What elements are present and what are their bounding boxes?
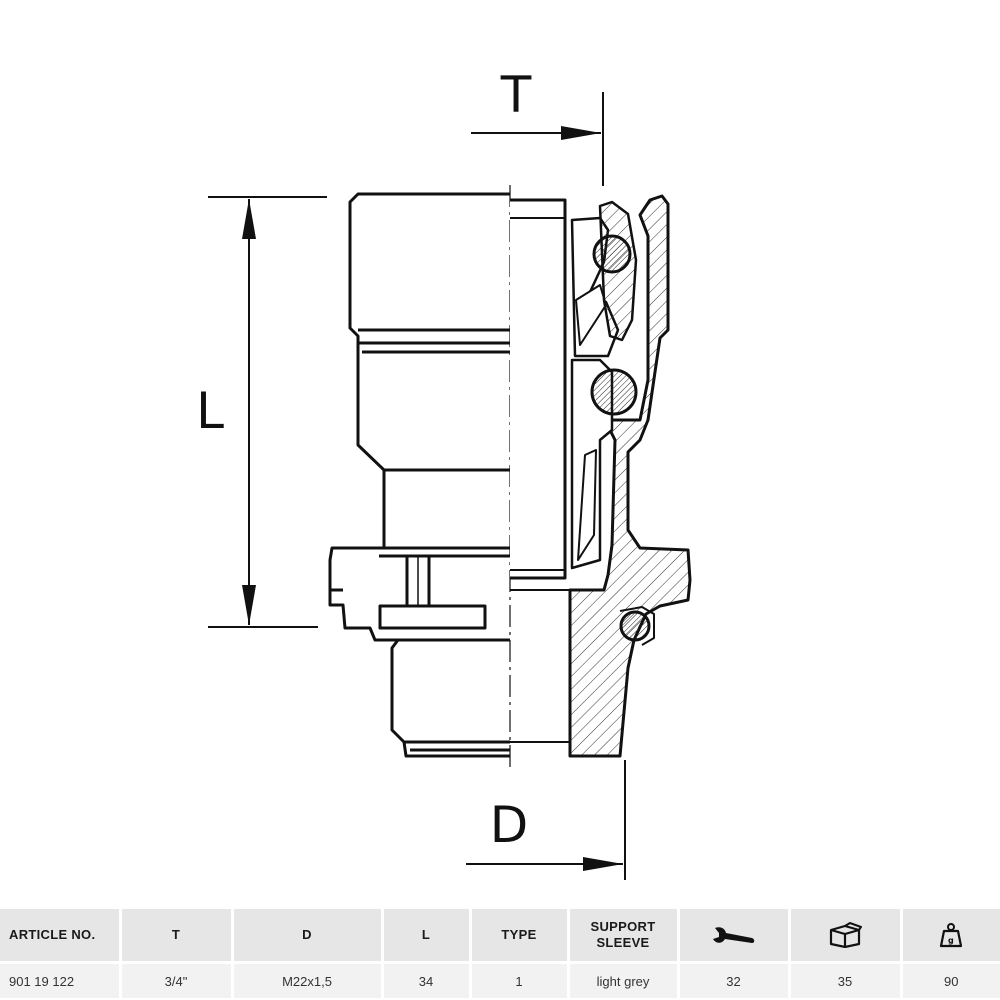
table-header-row: ARTICLE NO. T D L TYPE SUPPORT SLEEVE xyxy=(0,909,1000,963)
header-weight: g xyxy=(901,909,1000,963)
cell-type: 1 xyxy=(470,961,570,998)
cell-d: M22x1,5 xyxy=(232,961,384,998)
header-type: TYPE xyxy=(470,909,570,963)
fitting-technical-drawing: T L D xyxy=(196,66,692,880)
o-ring-lower xyxy=(619,610,651,642)
header-support-sleeve: SUPPORT SLEEVE xyxy=(568,909,680,963)
header-support-sleeve-label: SUPPORT SLEEVE xyxy=(590,919,656,950)
dimension-d: D xyxy=(466,760,626,880)
header-wrench xyxy=(678,909,791,963)
table-row: 901 19 122 3/4" M22x1,5 34 1 light grey … xyxy=(0,961,1000,998)
header-article-no: ARTICLE NO. xyxy=(0,909,122,963)
header-box xyxy=(789,909,903,963)
dimension-d-label: D xyxy=(490,796,529,854)
cell-article-no: 901 19 122 xyxy=(0,961,122,998)
cell-support-sleeve: light grey xyxy=(568,961,680,998)
weight-icon: g xyxy=(940,923,963,948)
o-ring-upper xyxy=(592,234,632,274)
header-t: T xyxy=(120,909,234,963)
fitting-section-view xyxy=(510,194,692,758)
cell-t: 3/4" xyxy=(120,961,234,998)
o-ring-middle xyxy=(590,368,638,416)
cell-wrench-size: 32 xyxy=(678,961,791,998)
dimension-t-label: T xyxy=(500,66,532,124)
specification-table: ARTICLE NO. T D L TYPE SUPPORT SLEEVE xyxy=(0,909,1000,998)
cell-l: 34 xyxy=(382,961,472,998)
fitting-outside-view xyxy=(328,192,510,758)
header-d: D xyxy=(232,909,384,963)
wrench-icon xyxy=(712,927,754,943)
dimension-t: T xyxy=(471,66,604,186)
cell-box-quantity: 35 xyxy=(789,961,903,998)
svg-text:g: g xyxy=(948,936,954,945)
box-icon xyxy=(829,922,862,948)
dimension-l-label: L xyxy=(196,382,224,440)
cell-weight: 90 xyxy=(901,961,1000,998)
dimension-l: L xyxy=(196,196,327,628)
header-l: L xyxy=(382,909,472,963)
